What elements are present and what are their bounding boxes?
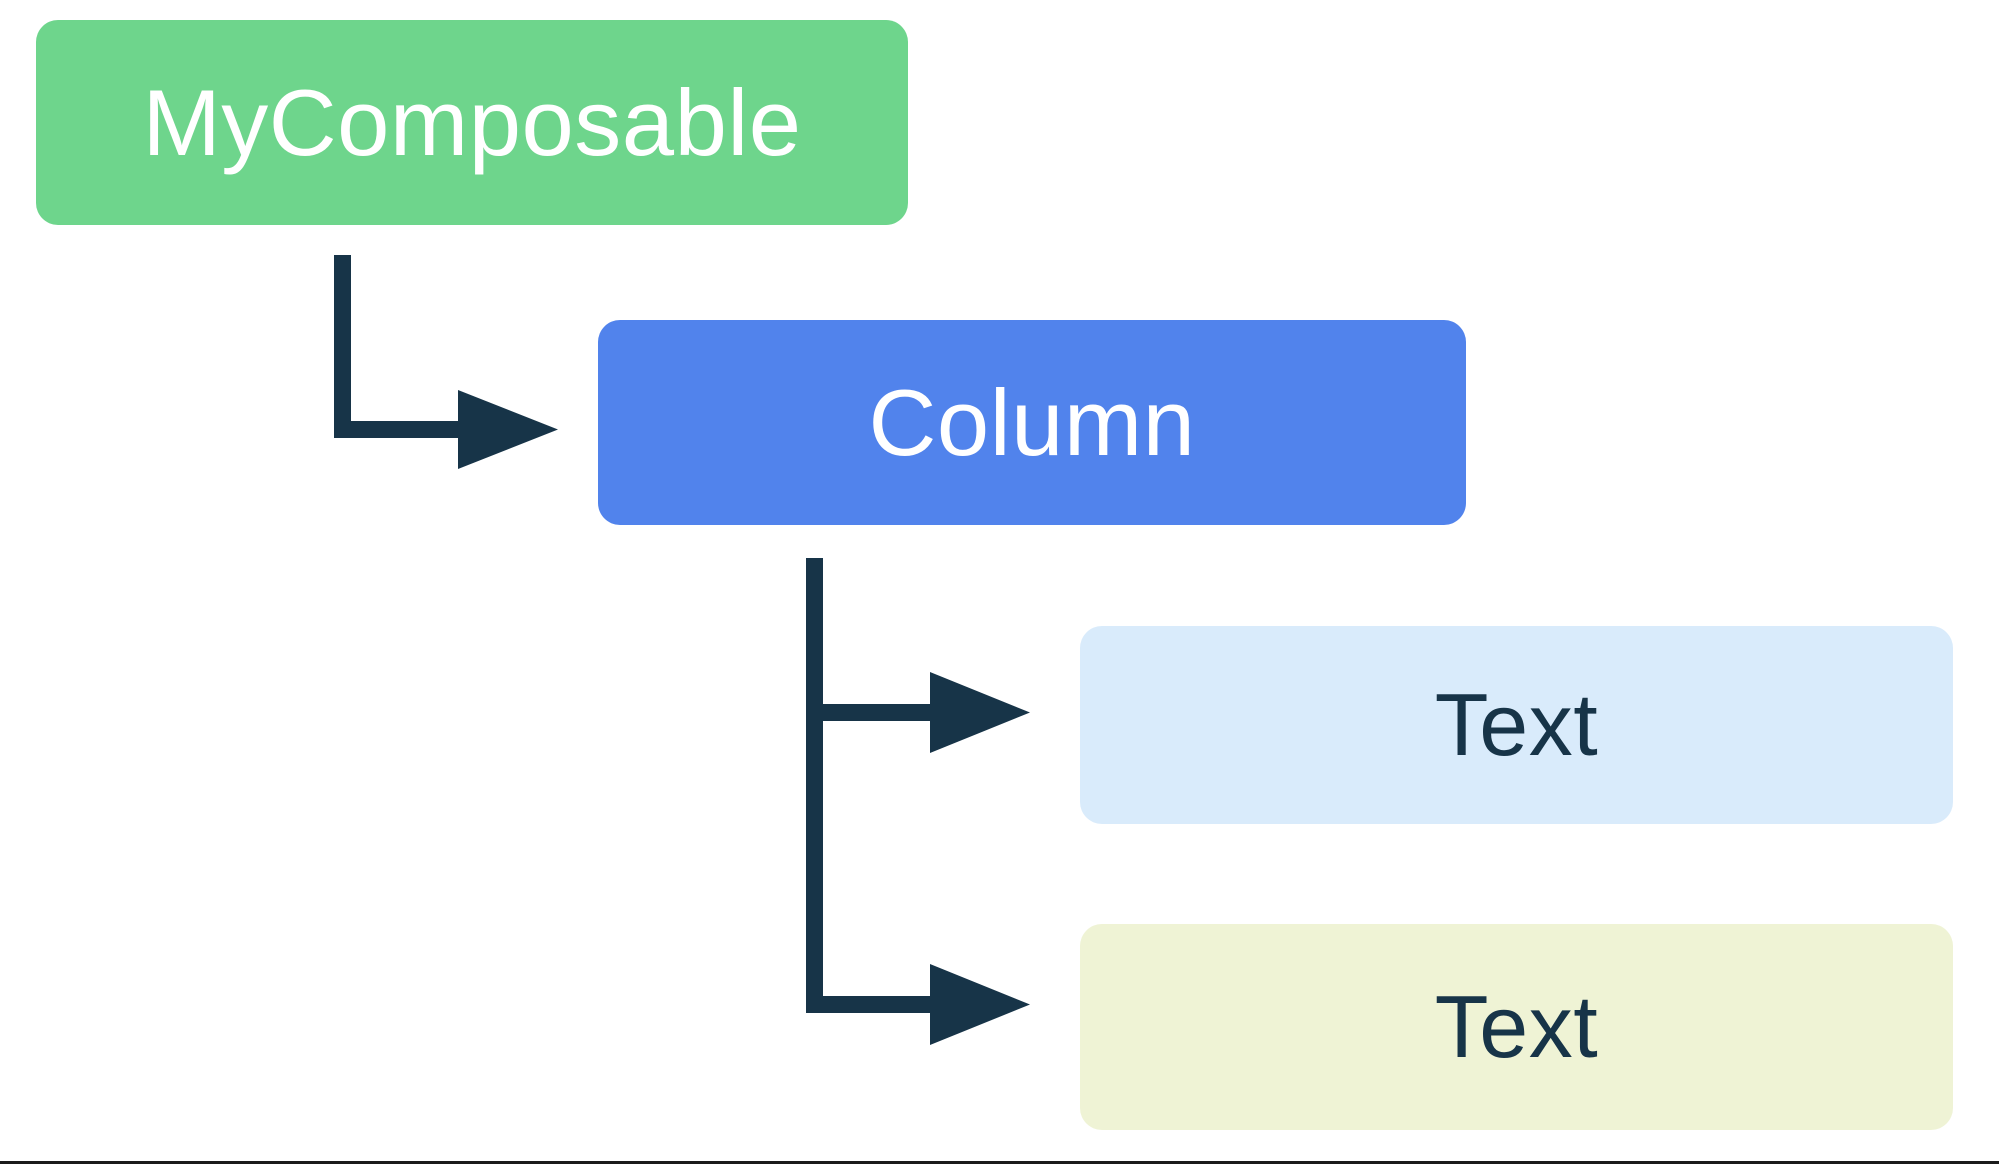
node-text-2-label: Text xyxy=(1434,977,1599,1076)
edge-root-to-column-vertical xyxy=(334,255,351,437)
arrowhead-icon xyxy=(930,964,1030,1045)
node-mycomposable-label: MyComposable xyxy=(142,69,802,175)
node-column[interactable]: Column xyxy=(598,320,1466,525)
node-text-1-label: Text xyxy=(1434,675,1599,774)
edge-column-trunk-vertical xyxy=(806,558,823,1013)
edge-root-to-column xyxy=(334,255,558,469)
edge-column-to-text-1-horizontal xyxy=(806,704,934,721)
edge-root-to-column-horizontal xyxy=(334,421,462,438)
node-text-2[interactable]: Text xyxy=(1080,924,1953,1130)
edge-column-to-text-1 xyxy=(806,558,1030,1013)
node-text-1[interactable]: Text xyxy=(1080,626,1953,824)
edge-root-to-column-elbow xyxy=(342,255,460,437)
arrowhead-icon xyxy=(458,390,558,469)
arrowhead-icon xyxy=(930,672,1030,753)
edge-column-to-text-2-horizontal xyxy=(806,996,934,1013)
edge-column-to-text-2 xyxy=(806,964,1030,1045)
bottom-divider xyxy=(0,1161,1999,1164)
node-mycomposable[interactable]: MyComposable xyxy=(36,20,908,225)
node-column-label: Column xyxy=(868,369,1196,475)
